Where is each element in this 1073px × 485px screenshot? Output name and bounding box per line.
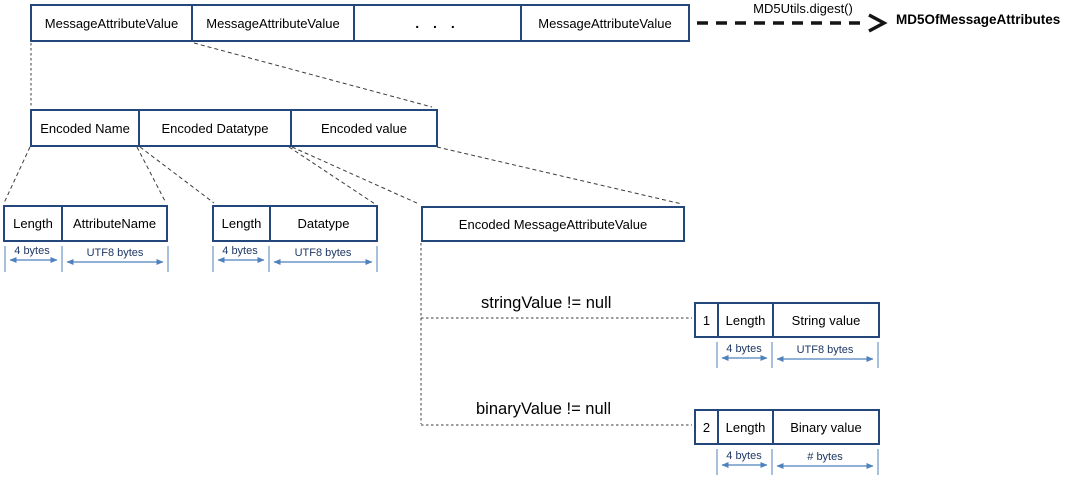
message-attribute-cell-1: MessageAttributeValue <box>32 6 193 40</box>
binary-length-bytes-label: 4 bytes <box>726 450 762 462</box>
digest-function-label: MD5Utils.digest() <box>753 1 853 16</box>
binary-length-cell: Length <box>719 411 774 443</box>
binary-value-cell: Binary value <box>790 419 862 435</box>
string-value-cell: String value <box>791 312 861 328</box>
encoded-parts-row: Encoded Name Encoded Datatype Encoded va… <box>30 109 438 147</box>
string-value-bytes-label: UTF8 bytes <box>796 344 854 356</box>
datatype-value-bytes-label: UTF8 bytes <box>294 247 352 259</box>
encoded-value-cell: Encoded value <box>320 120 407 136</box>
message-attribute-cell-2: MessageAttributeValue <box>193 6 355 40</box>
datatype-length-cell: Length <box>214 207 271 240</box>
digest-result-label: MD5OfMessageAttributes <box>896 12 1061 27</box>
name-length-cell: Length <box>5 207 63 240</box>
datatype-encoding-box: Length Datatype <box>212 205 378 242</box>
binary-value-bytes-label: # bytes <box>807 451 843 463</box>
attribute-name-cell: AttributeName <box>72 216 157 231</box>
encoded-name-cell: Encoded Name <box>32 111 140 145</box>
encoded-message-attribute-value-label: Encoded MessageAttributeValue <box>458 216 648 232</box>
name-encoding-box: Length AttributeName <box>3 205 168 242</box>
string-length-bytes-label: 4 bytes <box>726 343 762 355</box>
ellipsis-cell: . . . <box>355 6 522 40</box>
binary-value-box: 2 Length Binary value <box>694 409 880 445</box>
encoded-message-attribute-value-box: Encoded MessageAttributeValue <box>421 206 685 242</box>
binary-condition-label: binaryValue != null <box>476 400 611 418</box>
string-value-box: 1 Length String value <box>694 302 880 338</box>
binary-type-id-cell: 2 <box>696 411 719 443</box>
datatype-length-bytes-label: 4 bytes <box>222 245 258 257</box>
name-value-bytes-label: UTF8 bytes <box>86 247 144 259</box>
string-type-id-cell: 1 <box>696 304 719 336</box>
message-attribute-list-row: MessageAttributeValue MessageAttributeVa… <box>30 4 690 42</box>
string-condition-label: stringValue != null <box>481 294 612 312</box>
encoded-datatype-cell: Encoded Datatype <box>140 111 292 145</box>
string-length-cell: Length <box>719 304 774 336</box>
datatype-cell: Datatype <box>297 216 350 231</box>
name-length-bytes-label: 4 bytes <box>14 245 50 257</box>
message-attribute-cell-n: MessageAttributeValue <box>538 15 672 31</box>
digest-arrow-icon <box>697 13 888 33</box>
